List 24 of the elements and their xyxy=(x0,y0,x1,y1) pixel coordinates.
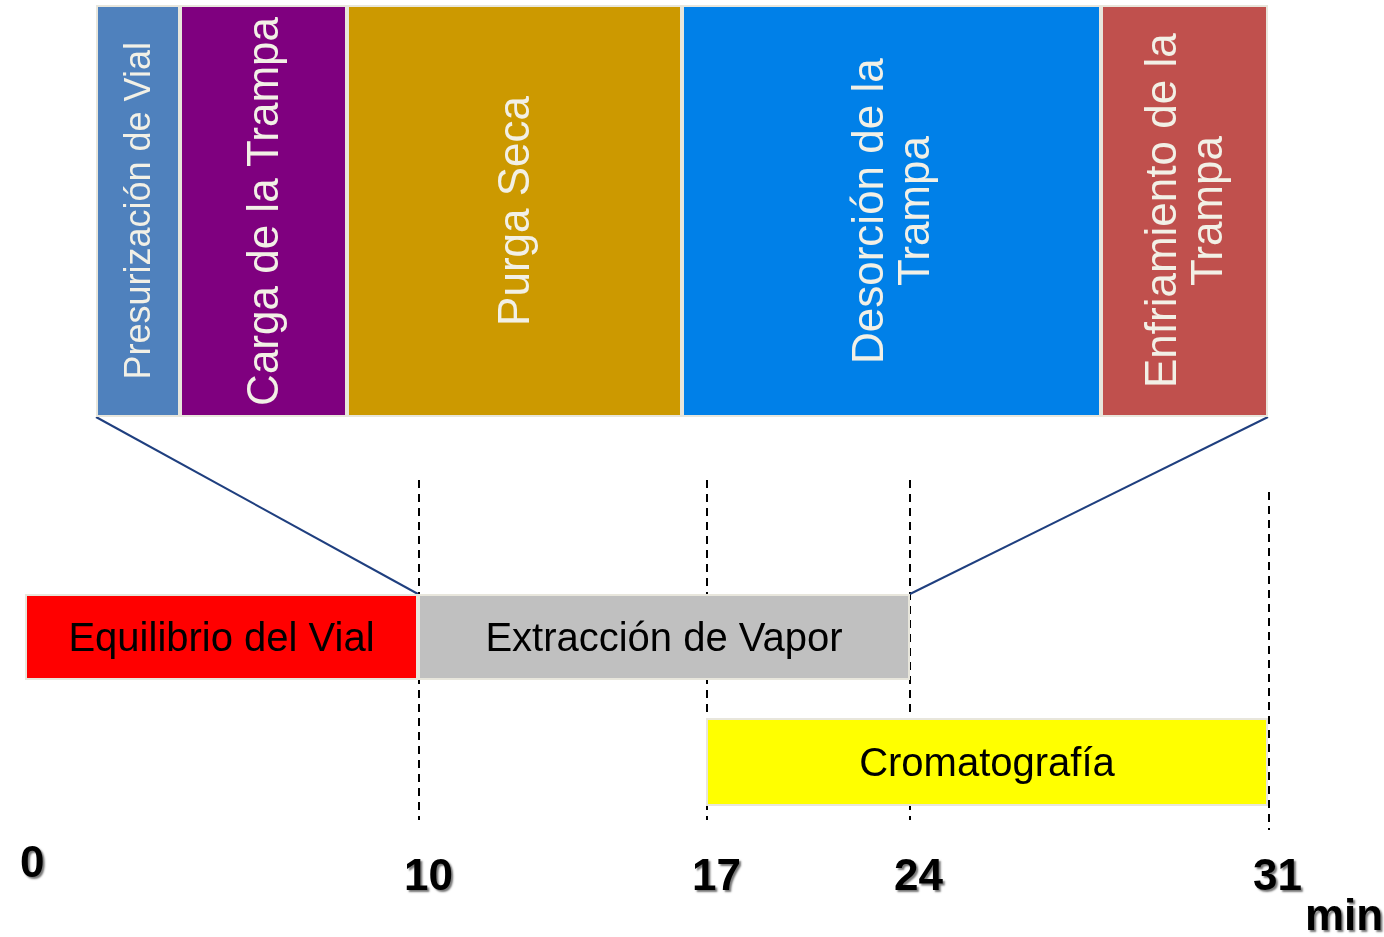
tick-label: 24 xyxy=(894,853,943,897)
phase-block xyxy=(180,5,347,417)
timeline-bar xyxy=(25,594,418,680)
phase-label: Desorción de la Trampa xyxy=(845,57,938,366)
phase-label: Carga de la Trampa xyxy=(240,16,287,406)
connector-line xyxy=(95,416,419,595)
phase-label: Cromatografía xyxy=(859,739,1115,785)
connector-line xyxy=(909,416,1269,595)
phase-block xyxy=(96,5,180,417)
tick-label: 0 xyxy=(20,840,45,884)
unit-label: min xyxy=(1305,893,1384,937)
tick-label: 10 xyxy=(404,853,453,897)
phase-block xyxy=(682,5,1101,417)
phase-label: Purga Seca xyxy=(491,96,538,326)
phase-block xyxy=(1101,5,1268,417)
timeline-bar xyxy=(706,718,1268,806)
tick-label: 31 xyxy=(1253,853,1302,897)
phase-label: Equilibrio del Vial xyxy=(68,614,375,660)
phase-label: Presurización de Vial xyxy=(119,42,157,380)
tick-label: 17 xyxy=(692,853,741,897)
timeline-bar xyxy=(418,594,910,680)
phase-label: Enfriamiento de la Trampa xyxy=(1138,32,1231,391)
phase-label: Extracción de Vapor xyxy=(485,614,843,660)
phase-block xyxy=(347,5,682,417)
